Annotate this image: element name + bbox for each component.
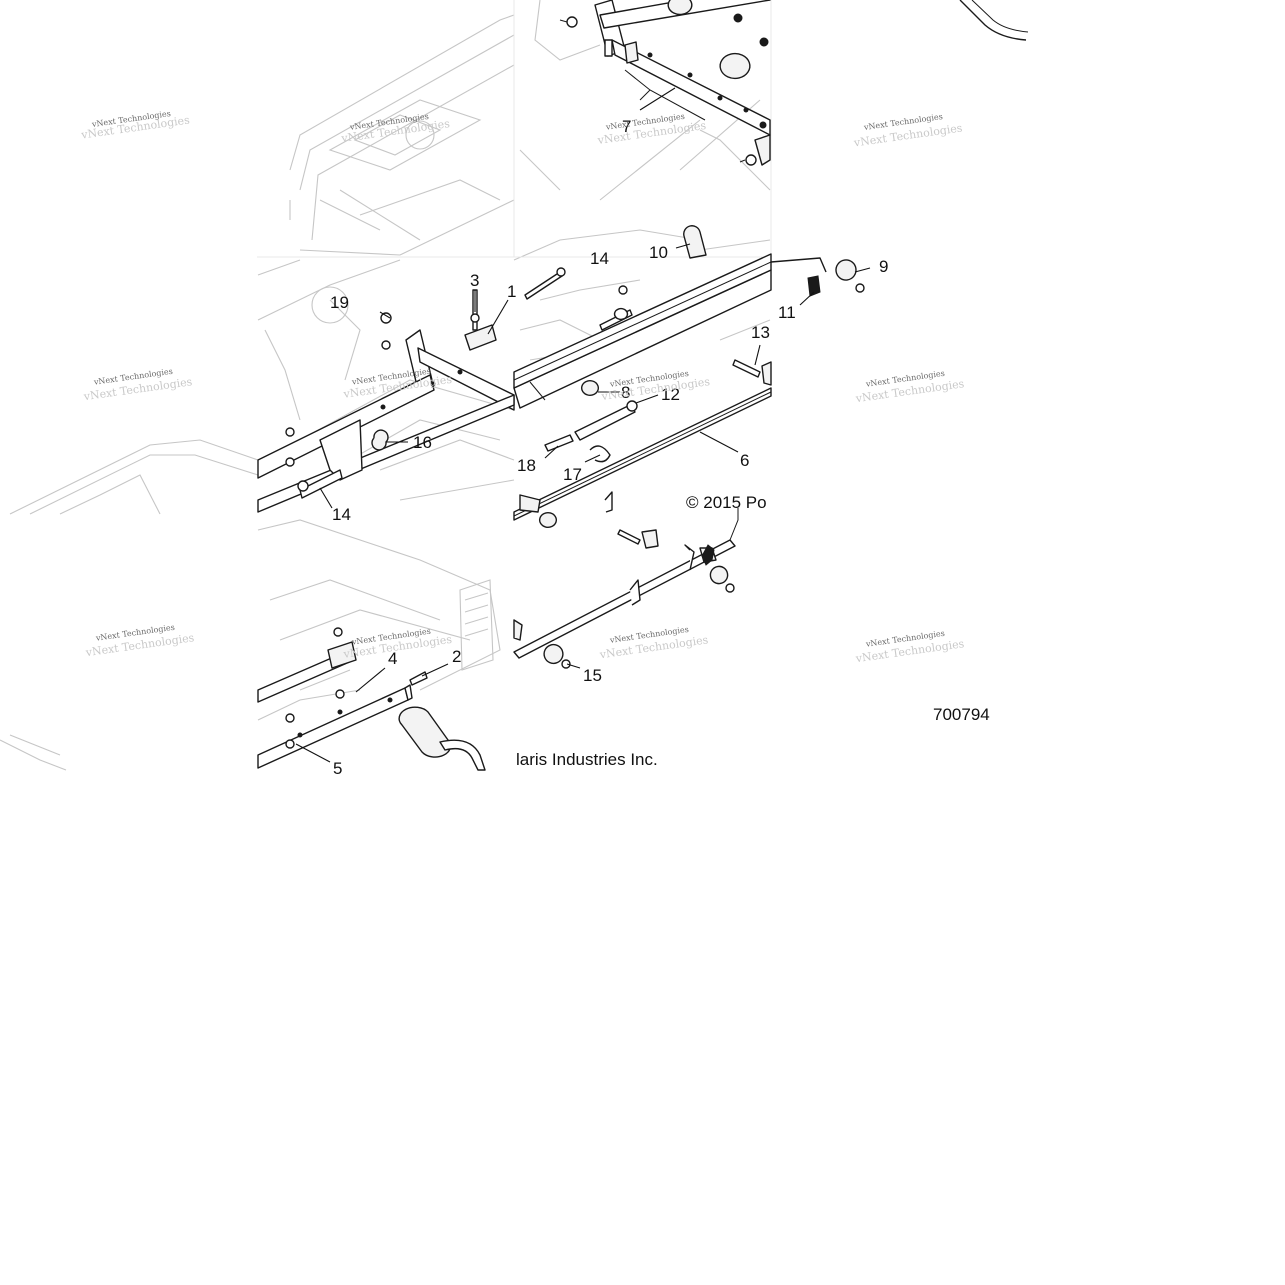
callout-8: 8	[621, 383, 630, 402]
callout-17: 17	[563, 465, 582, 484]
callout-2: 2	[452, 647, 461, 666]
callout-7: 7	[622, 117, 631, 136]
callout-3: 3	[470, 271, 479, 290]
crossmember-front	[559, 0, 771, 166]
callout-4: 4	[388, 649, 397, 668]
ghost-frame-outline	[0, 0, 771, 771]
callout-9: 9	[879, 257, 888, 276]
callout-5: 5	[333, 759, 342, 778]
lower-rail-assembly	[257, 627, 486, 771]
leader-lines	[295, 87, 871, 763]
main-frame-tube	[513, 253, 772, 409]
callout-18: 18	[517, 456, 536, 475]
callout-6: 6	[740, 451, 749, 470]
callout-14: 14	[332, 505, 351, 524]
clamps-and-fasteners	[513, 225, 865, 669]
figure-number: 700794	[933, 705, 990, 724]
callout-13: 13	[751, 323, 770, 342]
callout-labels: 7 9 10 11 13 8 12 6 17 18 14 19 3 1 16 1…	[330, 117, 888, 778]
bracket-assembly	[257, 289, 515, 513]
callout-16: 16	[413, 433, 432, 452]
callout-10: 10	[649, 243, 668, 262]
tile-seams	[257, 0, 772, 258]
copyright-bottom-fragment: laris Industries Inc.	[516, 750, 658, 769]
callout-19: 19	[330, 293, 349, 312]
copyright-top-fragment: © 2015 Po	[686, 493, 767, 512]
callout-15: 15	[583, 666, 602, 685]
frame-rail-6	[513, 387, 772, 521]
frame-rail-lower	[513, 491, 739, 659]
hose-fragment	[959, 0, 1029, 41]
callout-1: 1	[507, 282, 516, 301]
callout-11: 11	[778, 303, 796, 322]
figure-info: © 2015 Po laris Industries Inc. 700794	[516, 493, 990, 769]
callout-14-top: 14	[590, 249, 609, 268]
callout-12: 12	[661, 385, 680, 404]
